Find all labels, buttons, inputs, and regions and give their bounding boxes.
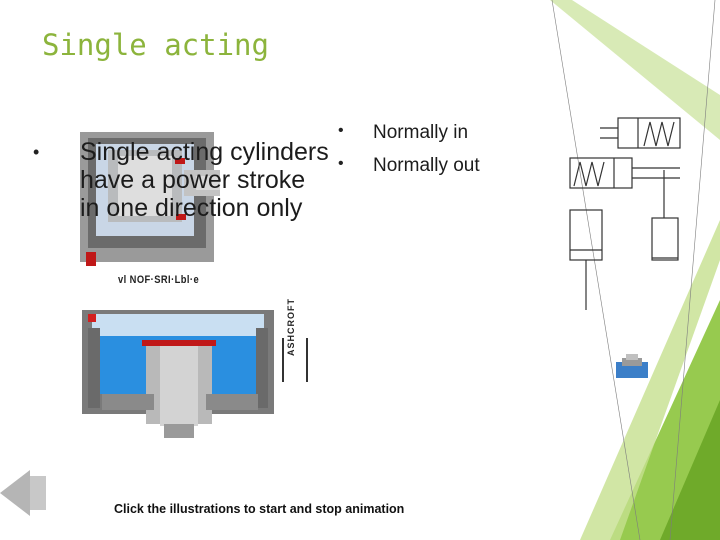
bullet-marker: • [338,122,344,140]
bullet-marker: • [33,142,39,163]
bullet-normally-out: Normally out [373,155,480,177]
main-bullet-text: Single acting cylinders have a power str… [80,138,330,222]
back-arrow-icon[interactable] [0,470,48,516]
mini-cylinder-icon[interactable] [612,354,654,382]
slide-title: Single acting [42,28,269,62]
gauge-diagram [282,338,308,382]
cylinder-cross-section[interactable] [80,308,280,443]
bullet-normally-in: Normally in [373,122,468,144]
bullet-marker: • [338,155,344,173]
pneumatic-symbols[interactable] [560,110,690,320]
animation-caption: Click the illustrations to start and sto… [114,502,404,516]
cylinder-label: vl NOF·SRI·Lbl·e [118,274,199,286]
